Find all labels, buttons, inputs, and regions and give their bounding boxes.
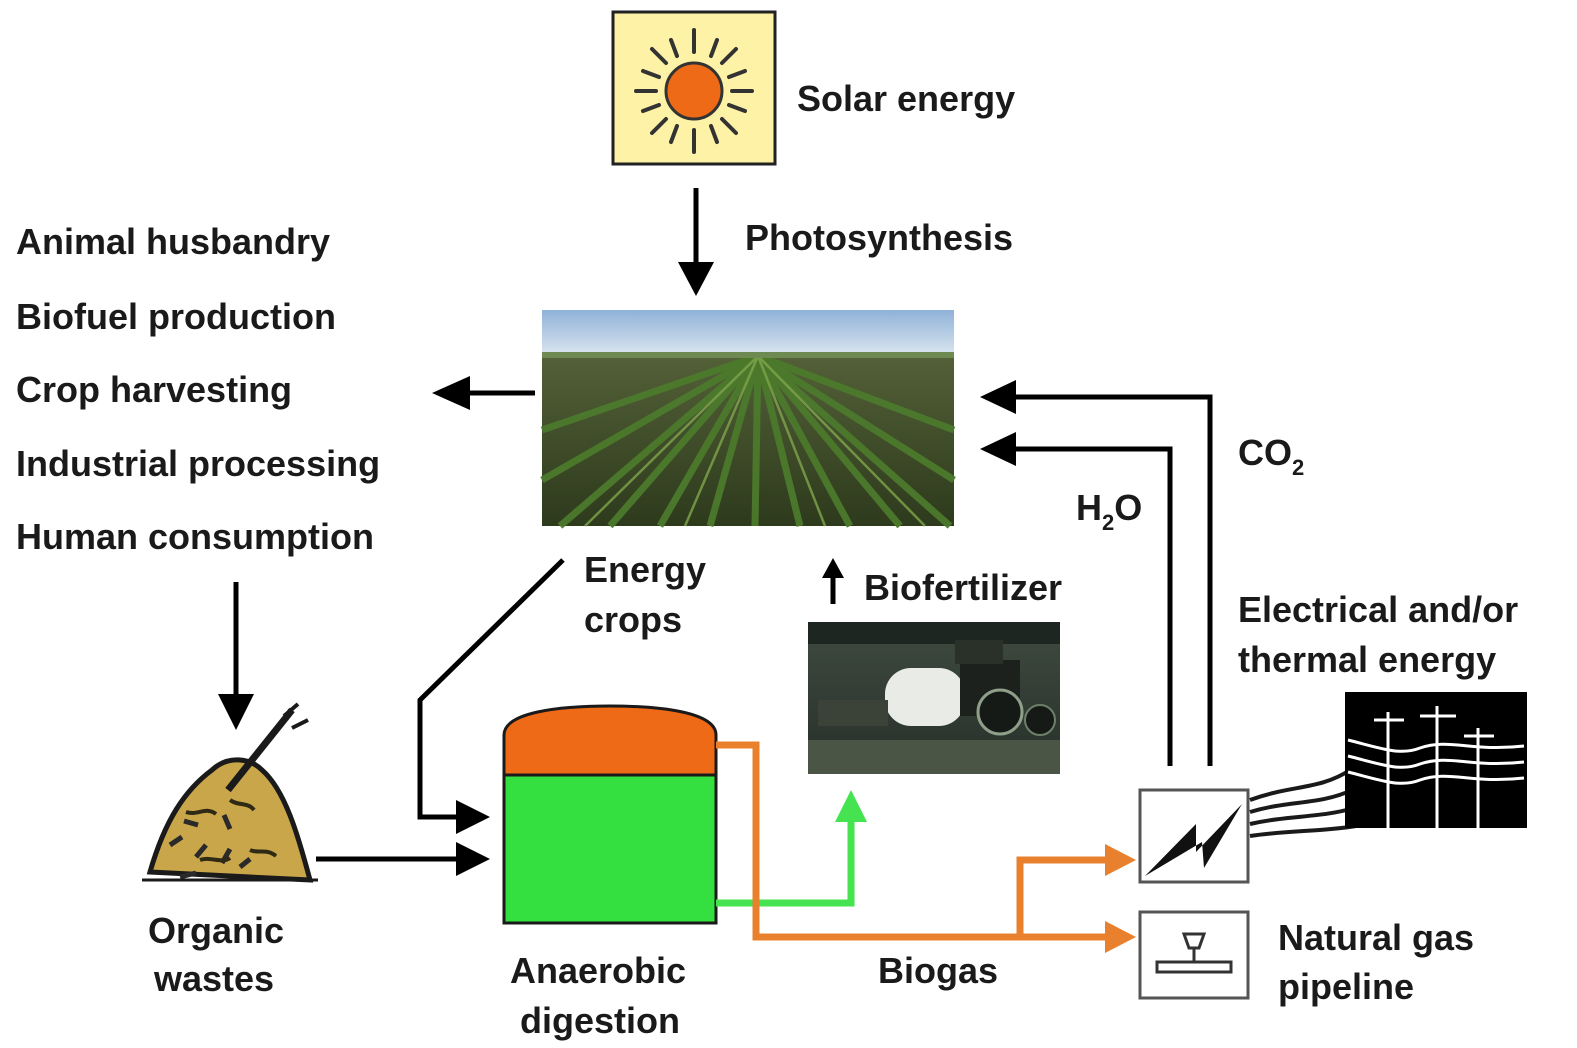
use-item: Industrial processing bbox=[16, 443, 380, 484]
compost-pile-icon bbox=[142, 702, 318, 883]
solar-box bbox=[611, 10, 777, 166]
energy-crops-label-line2: crops bbox=[584, 599, 682, 640]
lightning-icon bbox=[1145, 804, 1242, 876]
crops-to-digester-arrow bbox=[417, 558, 565, 820]
use-item: Biofuel production bbox=[16, 296, 336, 337]
biofertilizer-label: Biofertilizer bbox=[864, 567, 1062, 608]
fertilizer-flow-arrow bbox=[716, 818, 855, 907]
natural-gas-label-line1: Natural gas bbox=[1278, 917, 1474, 958]
anaerobic-digestion-label-line2: digestion bbox=[520, 1000, 680, 1041]
generator-box bbox=[1138, 788, 1250, 884]
energy-crops-label-line1: Energy bbox=[584, 549, 706, 590]
uses-list: Animal husbandry Biofuel production Crop… bbox=[16, 221, 380, 557]
anaerobic-digestion-label-line1: Anaerobic bbox=[510, 950, 686, 991]
natural-gas-label-line2: pipeline bbox=[1278, 966, 1414, 1007]
biogas-to-generator-arrow bbox=[1016, 856, 1110, 937]
use-item: Human consumption bbox=[16, 516, 374, 557]
electrical-energy-label-line1: Electrical and/or bbox=[1238, 589, 1518, 630]
organic-wastes-label-line1: Organic bbox=[148, 910, 284, 951]
valve-icon bbox=[1155, 932, 1233, 974]
co2-return-arrow bbox=[1010, 394, 1213, 766]
biogas-label: Biogas bbox=[878, 950, 998, 991]
power-cables bbox=[1249, 768, 1357, 838]
co2-label: CO2 bbox=[1238, 432, 1304, 480]
tractor-photo bbox=[808, 622, 1060, 774]
h2o-label: H2O bbox=[1076, 487, 1142, 535]
solar-energy-label: Solar energy bbox=[797, 78, 1015, 119]
pipeline-box bbox=[1138, 910, 1250, 1000]
h2o-return-arrow bbox=[1010, 446, 1173, 766]
power-lines-icon bbox=[1345, 692, 1527, 828]
biogas-flow-line bbox=[716, 741, 1020, 941]
electrical-energy-label-line2: thermal energy bbox=[1238, 639, 1496, 680]
digester-tank bbox=[502, 704, 718, 925]
crop-field-photo bbox=[540, 310, 956, 529]
use-item: Crop harvesting bbox=[16, 369, 292, 410]
photosynthesis-label: Photosynthesis bbox=[745, 217, 1013, 258]
use-item: Animal husbandry bbox=[16, 221, 330, 262]
organic-wastes-label-line2: wastes bbox=[153, 958, 274, 999]
sun-icon bbox=[634, 28, 754, 154]
